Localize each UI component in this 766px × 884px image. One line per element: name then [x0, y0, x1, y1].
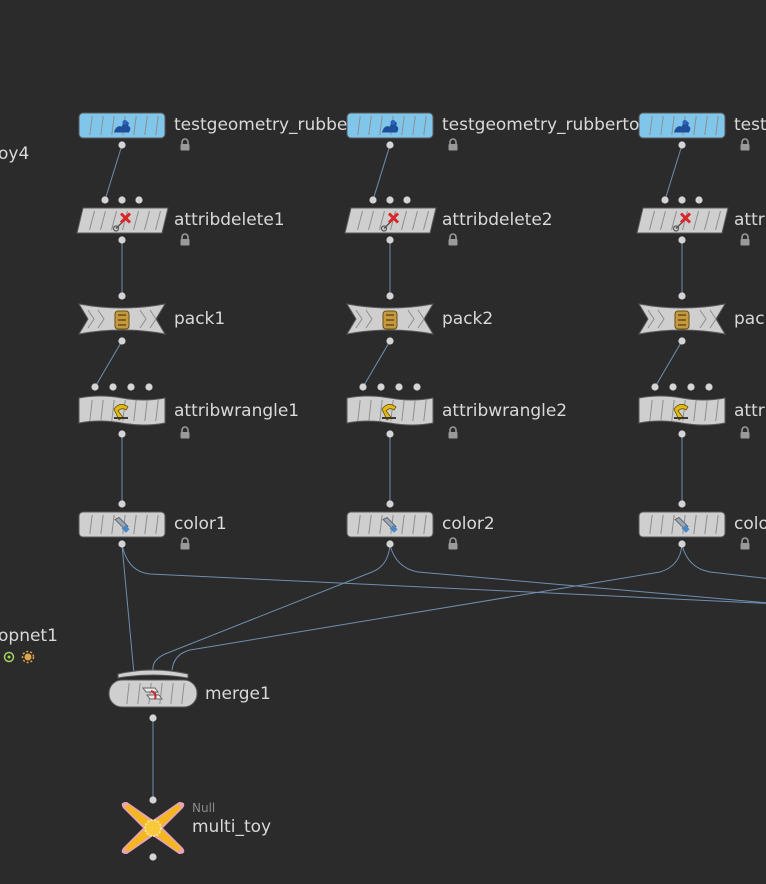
test-geometry-node[interactable]: [346, 112, 434, 141]
input-connector[interactable]: [127, 383, 135, 391]
input-connector[interactable]: [109, 383, 117, 391]
attrib-delete-node[interactable]: [344, 207, 438, 236]
attrib-delete-node[interactable]: [76, 207, 170, 236]
lock-icon[interactable]: [179, 138, 191, 151]
pack-node[interactable]: [346, 303, 434, 337]
input-connector[interactable]: [135, 196, 143, 204]
lock-icon[interactable]: [179, 233, 191, 246]
lock-icon[interactable]: [739, 138, 751, 151]
pack-node[interactable]: [638, 303, 726, 337]
input-connector[interactable]: [386, 196, 394, 204]
lock-icon[interactable]: [179, 537, 191, 550]
output-connector[interactable]: [678, 540, 686, 548]
output-connector[interactable]: [118, 141, 126, 149]
offscreen-ropnet-label: opnet1: [0, 626, 58, 646]
input-connector[interactable]: [118, 196, 126, 204]
lock-icon[interactable]: [179, 426, 191, 439]
output-connector[interactable]: [386, 540, 394, 548]
ropnet-flag-icons[interactable]: [2, 650, 36, 666]
input-connector[interactable]: [651, 383, 659, 391]
test-geometry-label: testgeometry_rubbertoy2: [442, 115, 661, 135]
input-connector[interactable]: [118, 500, 126, 508]
test-geometry-node[interactable]: [78, 112, 166, 141]
attrib-wrangle-node[interactable]: [346, 394, 434, 430]
input-connector[interactable]: [386, 500, 394, 508]
input-connector[interactable]: [386, 292, 394, 300]
merge-node[interactable]: [108, 667, 198, 709]
lock-icon[interactable]: [739, 537, 751, 550]
input-connector[interactable]: [403, 196, 411, 204]
output-connector[interactable]: [678, 430, 686, 438]
color-label: color2: [442, 514, 495, 534]
output-connector[interactable]: [118, 236, 126, 244]
input-connector[interactable]: [413, 383, 421, 391]
merge-label: merge1: [205, 684, 271, 704]
pack-label: pack3: [734, 309, 766, 329]
null-node[interactable]: [118, 801, 188, 855]
test-geometry-label: testgeometry_rubbertoy3: [734, 115, 766, 135]
input-connector[interactable]: [91, 383, 99, 391]
lock-icon[interactable]: [447, 233, 459, 246]
input-connector[interactable]: [669, 383, 677, 391]
attrib-wrangle-label: attribwrangle3: [734, 401, 766, 421]
output-connector[interactable]: [118, 430, 126, 438]
output-connector[interactable]: [118, 540, 126, 548]
attrib-wrangle-node[interactable]: [78, 394, 166, 430]
attrib-delete-label: attribdelete2: [442, 210, 553, 230]
attrib-delete-label: attribdelete1: [174, 210, 285, 230]
output-connector[interactable]: [118, 337, 126, 345]
output-connector[interactable]: [386, 430, 394, 438]
test-geometry-node[interactable]: [638, 112, 726, 141]
output-connector[interactable]: [386, 337, 394, 345]
input-connector[interactable]: [678, 500, 686, 508]
lock-icon[interactable]: [739, 233, 751, 246]
input-connector[interactable]: [149, 796, 157, 804]
lock-icon[interactable]: [447, 138, 459, 151]
color-node[interactable]: [78, 511, 166, 540]
input-connector[interactable]: [101, 196, 109, 204]
input-connector[interactable]: [705, 383, 713, 391]
color-node[interactable]: [638, 511, 726, 540]
null-output-label: multi_toy: [192, 817, 272, 837]
input-connector[interactable]: [695, 196, 703, 204]
attrib-wrangle-label: attribwrangle2: [442, 401, 568, 421]
output-connector[interactable]: [386, 236, 394, 244]
attrib-delete-node[interactable]: [636, 207, 730, 236]
input-connector[interactable]: [678, 292, 686, 300]
input-connector[interactable]: [145, 383, 153, 391]
input-connector[interactable]: [359, 383, 367, 391]
input-connector[interactable]: [678, 196, 686, 204]
pack-label: pack1: [174, 309, 226, 329]
output-connector[interactable]: [149, 853, 157, 861]
input-connector[interactable]: [377, 383, 385, 391]
attrib-wrangle-node[interactable]: [638, 394, 726, 430]
input-connector[interactable]: [661, 196, 669, 204]
test-geometry-label: testgeometry_rubbertoy: [174, 115, 382, 135]
input-connector[interactable]: [395, 383, 403, 391]
input-connector[interactable]: [369, 196, 377, 204]
null-type-label: Null: [192, 801, 216, 815]
output-connector[interactable]: [678, 337, 686, 345]
output-connector[interactable]: [678, 236, 686, 244]
color-label: color1: [174, 514, 227, 534]
color-label: color3: [734, 514, 766, 534]
offscreen-toy-label: oy4: [0, 144, 30, 164]
lock-icon[interactable]: [447, 426, 459, 439]
lock-icon[interactable]: [447, 537, 459, 550]
color-node[interactable]: [346, 511, 434, 540]
input-connector[interactable]: [118, 292, 126, 300]
output-connector[interactable]: [678, 141, 686, 149]
attrib-delete-label: attribdelete3: [734, 210, 766, 230]
lock-icon[interactable]: [739, 426, 751, 439]
input-connector[interactable]: [687, 383, 695, 391]
pack-node[interactable]: [78, 303, 166, 337]
attrib-wrangle-label: attribwrangle1: [174, 401, 300, 421]
output-connector[interactable]: [149, 714, 157, 722]
output-connector[interactable]: [386, 141, 394, 149]
pack-label: pack2: [442, 309, 494, 329]
